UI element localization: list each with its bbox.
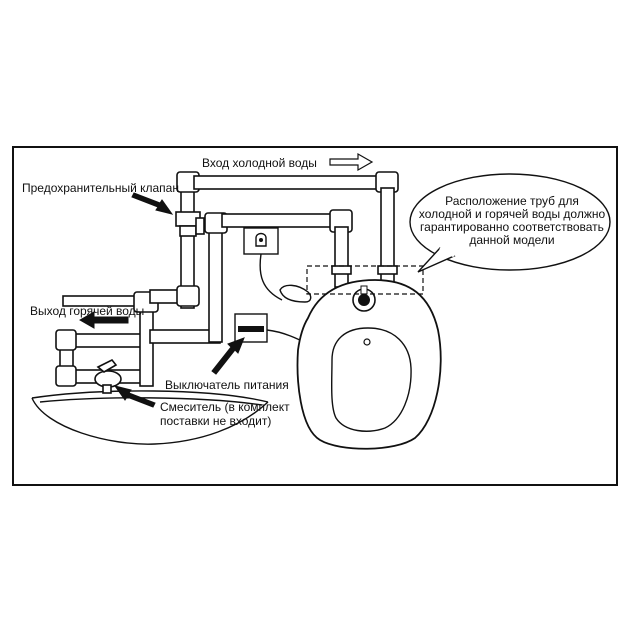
callout-line4: данной модели: [469, 233, 554, 247]
label-safety-valve: Предохранительный клапан: [22, 181, 179, 195]
label-power-switch: Выключатель питания: [165, 378, 289, 392]
callout-line3: гарантированно соответствовать: [420, 220, 604, 234]
callout-line2: холодной и горячей воды должно: [419, 207, 606, 221]
label-hot-water-outlet: Выход горячей воды: [30, 304, 144, 318]
callout-line1: Расположение труб для: [445, 194, 579, 208]
label-cold-water-inlet: Вход холодной воды: [202, 156, 317, 170]
safety-valve-arrow: [131, 192, 174, 215]
cold-water-flow-arrow: [329, 152, 374, 172]
power-switch-arrow: [211, 337, 245, 375]
cable-plug: [279, 284, 312, 303]
hot-water-flow-arrow: [78, 311, 129, 329]
diagram-frame: [12, 146, 618, 486]
power-switch-box: [234, 313, 268, 343]
pipe-position-callout: [409, 173, 611, 273]
pipe-position-region: [306, 265, 424, 295]
safety-valve: [175, 211, 205, 237]
label-mixer-line2: поставки не входит): [160, 414, 271, 428]
wall-socket: [243, 227, 279, 255]
mixer-faucet: [94, 358, 122, 394]
power-cable: [259, 253, 283, 301]
mixer-arrow: [113, 385, 156, 408]
water-heater: [296, 279, 442, 450]
hot-water-pipe: [62, 209, 353, 387]
label-mixer-line1: Смеситель (в комплект: [160, 400, 290, 414]
sink: [31, 390, 269, 445]
